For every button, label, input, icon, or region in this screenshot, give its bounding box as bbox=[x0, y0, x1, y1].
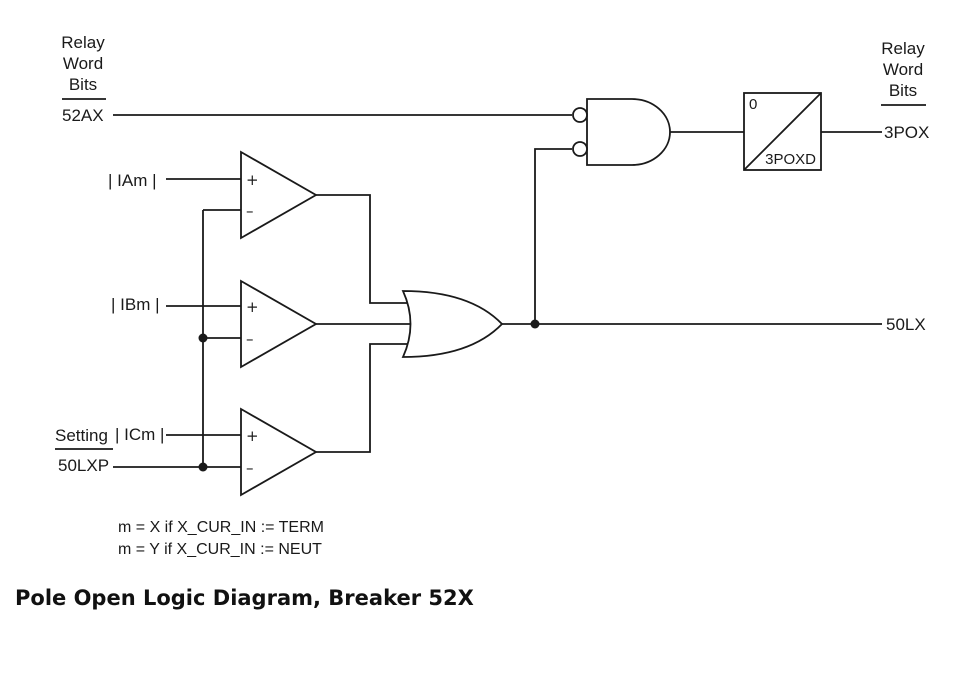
input-icm-label: | ICm | bbox=[115, 425, 164, 444]
comparator-a-body bbox=[240, 150, 318, 240]
relay-word-bits-left-line1: Relay bbox=[61, 33, 105, 52]
input-iam-label: | IAm | bbox=[108, 171, 157, 190]
comparator-c-minus: – bbox=[246, 459, 254, 477]
comparator-c: + – bbox=[240, 407, 318, 497]
relay-word-bits-right-line2: Word bbox=[883, 60, 923, 79]
relay-word-bits-right-header: Relay Word Bits bbox=[881, 39, 926, 106]
output-3pox-label: 3POX bbox=[884, 123, 929, 142]
relay-word-bits-left-header: Relay Word Bits bbox=[61, 33, 106, 100]
relay-word-bits-left-line2: Word bbox=[63, 54, 103, 73]
comparator-c-body bbox=[240, 407, 318, 497]
wire-comp-a-to-or bbox=[316, 194, 410, 304]
comparator-a-plus: + bbox=[246, 171, 259, 189]
note-line-1: m = X if X_CUR_IN := TERM bbox=[118, 519, 324, 536]
diagram-caption: Pole Open Logic Diagram, Breaker 52X bbox=[15, 586, 474, 610]
dropout-timer: 0 3POXD bbox=[743, 92, 822, 171]
relay-word-bits-left-line3: Bits bbox=[69, 75, 97, 94]
comparator-b-body bbox=[240, 279, 318, 369]
comparator-b-minus: – bbox=[246, 330, 254, 348]
comparator-b-plus: + bbox=[246, 298, 259, 316]
junction-setting-c bbox=[198, 462, 208, 472]
and-gate-invert-bubble-bottom bbox=[572, 141, 588, 157]
comparator-a: + – bbox=[240, 150, 318, 240]
comparator-a-minus: – bbox=[246, 202, 254, 220]
and-gate-body bbox=[586, 98, 671, 166]
setting-50lxp-label: 50LXP bbox=[58, 456, 109, 475]
timer-dropout-label: 3POXD bbox=[765, 151, 816, 168]
note-line-2: m = Y if X_CUR_IN := NEUT bbox=[118, 541, 322, 558]
or-gate bbox=[401, 290, 504, 358]
relay-word-bits-right-line1: Relay bbox=[881, 39, 925, 58]
comparator-b: + – bbox=[240, 279, 318, 369]
timer-diagonal bbox=[743, 92, 822, 171]
output-50lx-label: 50LX bbox=[886, 315, 926, 334]
relay-word-bits-right-line3: Bits bbox=[889, 81, 917, 100]
wire-or-to-and bbox=[534, 148, 572, 324]
junction-setting-b bbox=[198, 333, 208, 343]
and-gate bbox=[572, 98, 671, 166]
comparator-c-plus: + bbox=[246, 427, 259, 445]
wire-comp-c-to-or bbox=[316, 343, 410, 453]
and-gate-invert-bubble-top bbox=[572, 107, 588, 123]
timer-pickup-label: 0 bbox=[749, 96, 757, 113]
setting-label: Setting bbox=[55, 426, 108, 445]
input-52ax-label: 52AX bbox=[62, 106, 104, 125]
input-ibm-label: | IBm | bbox=[111, 295, 160, 314]
